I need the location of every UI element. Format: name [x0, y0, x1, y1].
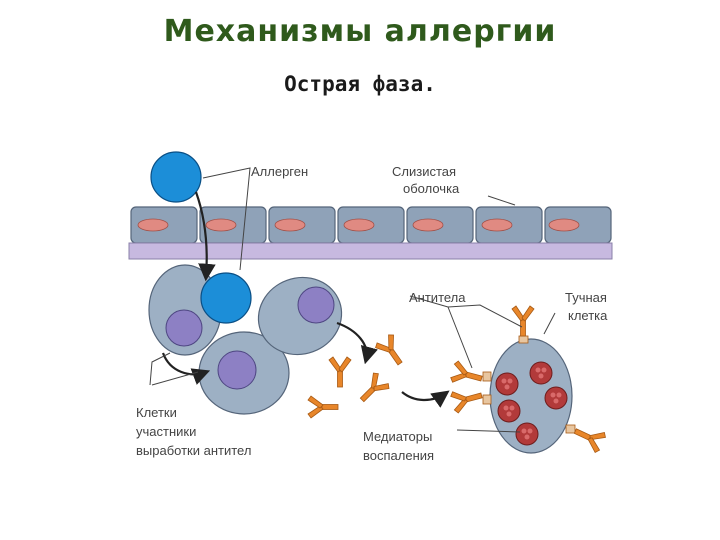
label-mucosa: Слизистая [392, 164, 456, 179]
label-antibody-cells: участники [136, 424, 196, 439]
cell-nucleus [218, 351, 256, 389]
label-mast-cell: Тучная [565, 290, 607, 305]
fc-receptor [566, 425, 575, 433]
allergen-circle [151, 152, 201, 202]
granule [496, 373, 518, 395]
antibody-icon [354, 371, 391, 408]
fc-receptor [519, 336, 528, 343]
cell-nucleus [166, 310, 202, 346]
antibody-icon [374, 333, 409, 370]
basement-membrane [129, 243, 612, 259]
label-allergen: Аллерген [251, 164, 308, 179]
granule [516, 423, 538, 445]
label-mediators: воспаления [363, 448, 434, 463]
epithelial-nucleus [138, 219, 168, 231]
epithelial-nucleus [206, 219, 236, 231]
bound-antibody-icon [450, 385, 485, 414]
epithelial-nucleus [482, 219, 512, 231]
label-mediators: Медиаторы [363, 429, 432, 444]
antibody-producing-cells [149, 265, 352, 414]
bound-antibody-icon [450, 360, 485, 389]
epithelial-nucleus [413, 219, 443, 231]
fc-receptor [483, 372, 491, 381]
mast-cell [450, 306, 607, 454]
epithelial-nucleus [344, 219, 374, 231]
label-antibody-cells: Клетки [136, 405, 177, 420]
label-mucosa: оболочка [403, 181, 460, 196]
allergen-circle [201, 273, 251, 323]
granule [530, 362, 552, 384]
antibody-icon [329, 357, 351, 387]
bound-antibody-icon [571, 421, 607, 454]
label-antibody-cells: выработки антител [136, 443, 251, 458]
antibody-icon [308, 396, 338, 418]
granule [498, 400, 520, 422]
antibody-binding-arrow [402, 392, 446, 400]
antibody-release-arrow [337, 323, 367, 360]
bound-antibody-icon [512, 306, 534, 336]
cell-nucleus [298, 287, 334, 323]
granule [545, 387, 567, 409]
epithelial-nucleus [275, 219, 305, 231]
epithelial-nucleus [549, 219, 579, 231]
fc-receptor [483, 395, 491, 404]
label-antibodies: Антитела [409, 290, 466, 305]
label-mast-cell: клетка [568, 308, 608, 323]
